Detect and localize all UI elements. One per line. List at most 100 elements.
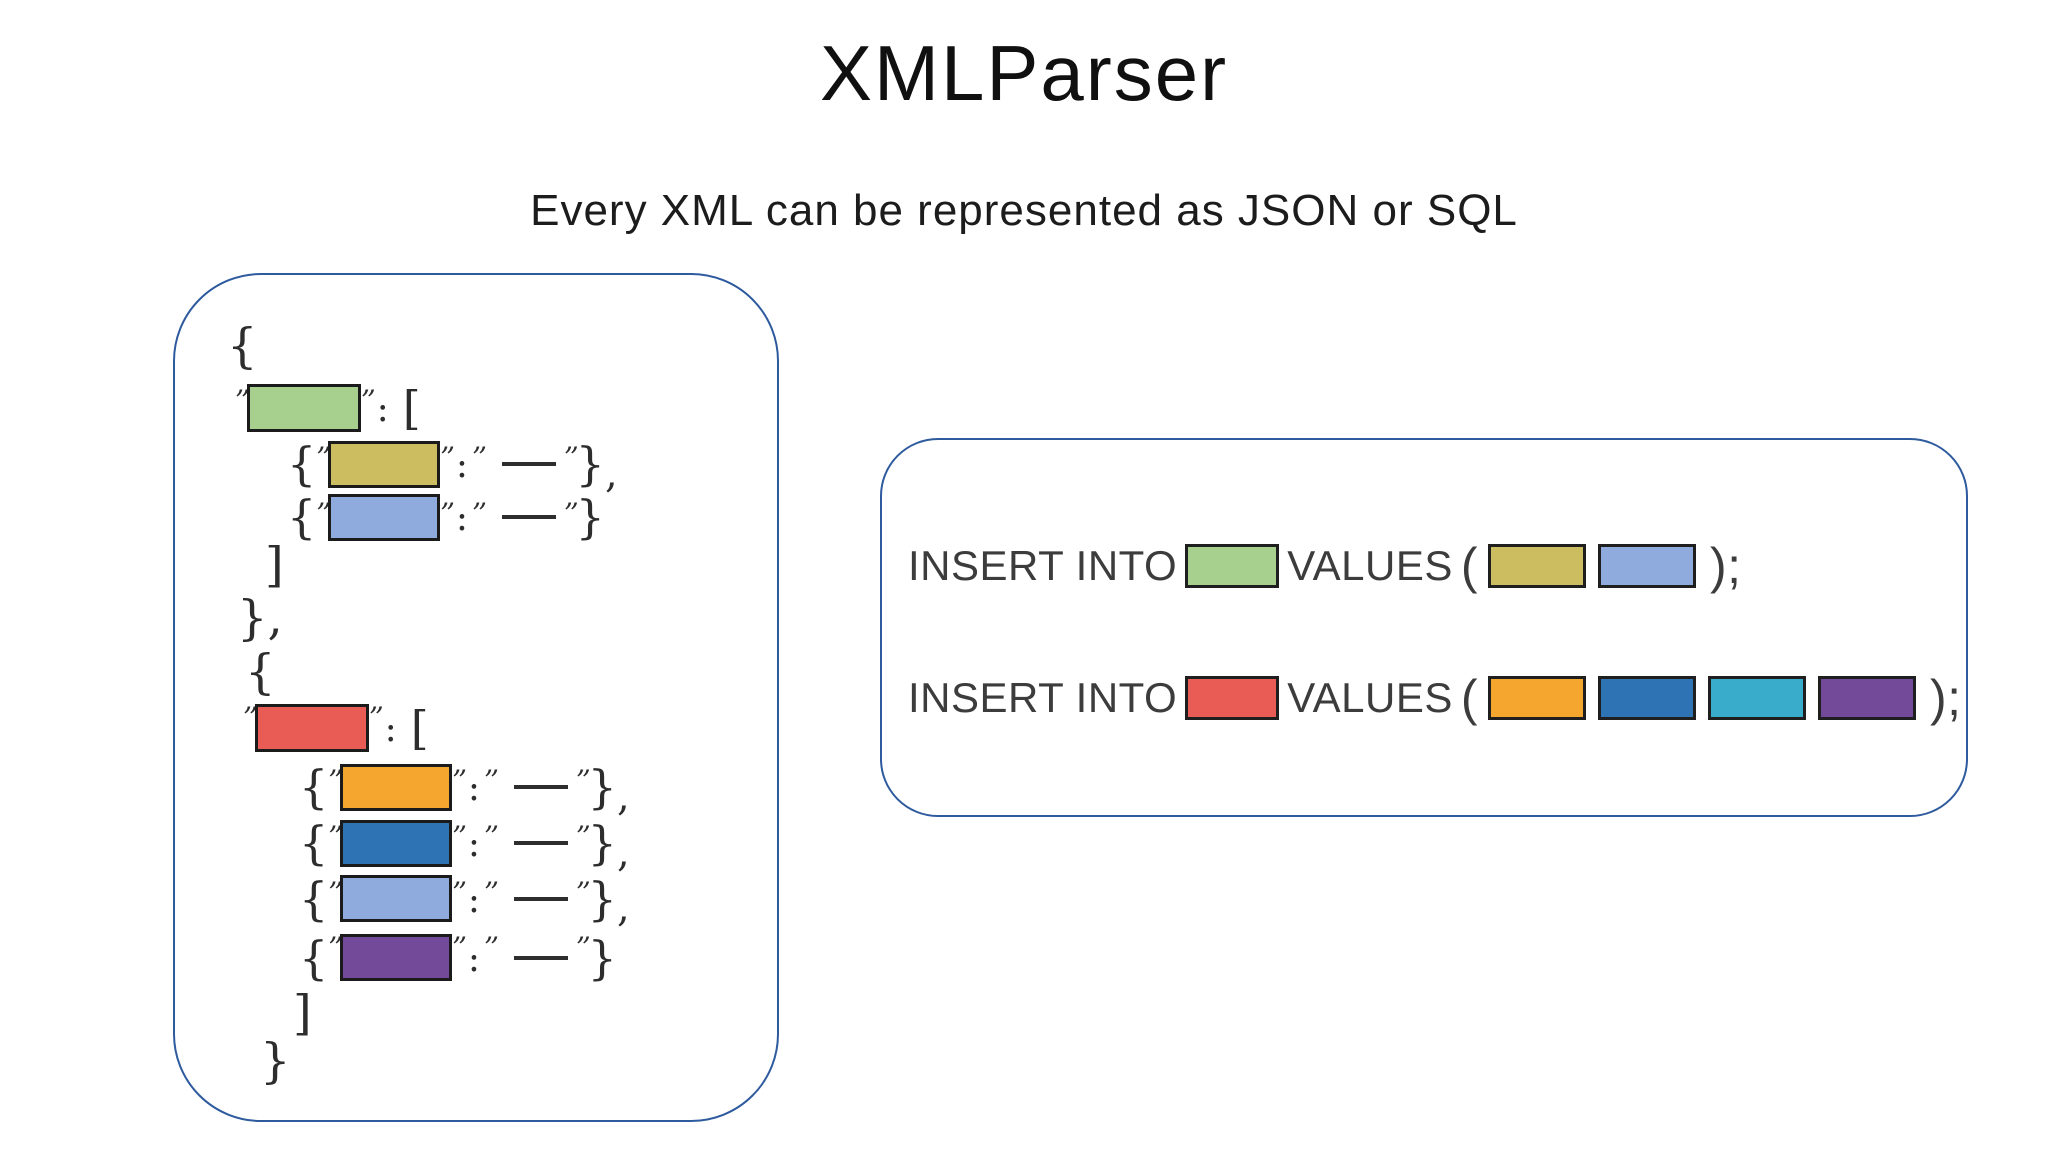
comma: ,: [616, 885, 630, 931]
olive-box: [328, 440, 441, 488]
open-quote: ’’: [472, 497, 487, 530]
punctuation: {: [227, 318, 258, 374]
colon: :: [376, 388, 389, 430]
json-line: {’’’’:’’’’},: [299, 759, 777, 820]
json-line: ]: [293, 989, 777, 1037]
punctuation: ]: [265, 537, 284, 593]
sql-statement-row: INSERT INTO VALUES();: [908, 670, 1962, 726]
orange-box: [1488, 676, 1587, 720]
comma: ,: [616, 830, 630, 876]
page-title: XMLParser: [819, 29, 1229, 117]
value-dash: [513, 785, 568, 789]
open-brace: {: [299, 930, 329, 985]
dark-blue-box: [340, 819, 453, 867]
sql-statement-row: INSERT INTO VALUES();: [908, 538, 1742, 594]
json-line: {’’’’:’’’’},: [299, 871, 777, 931]
open-bracket: [: [410, 700, 429, 755]
close-quote: ’’: [575, 820, 591, 853]
purple-box: [1818, 676, 1917, 720]
dark-blue-box: [1598, 676, 1697, 720]
teal-box: [1708, 676, 1807, 720]
comma: ,: [604, 451, 618, 497]
json-line: {: [245, 648, 777, 696]
close-quote: ’’: [452, 764, 467, 797]
json-line: {’’’’:’’’’},: [299, 815, 777, 876]
value-dash: [513, 841, 568, 845]
close-quote: ’’: [452, 820, 467, 853]
json-line: {: [227, 313, 777, 379]
json-line: }: [260, 1036, 777, 1086]
green-box: [246, 383, 361, 432]
open-quote: ’’: [328, 820, 343, 853]
punctuation: {: [245, 644, 276, 700]
orange-box: [340, 763, 453, 811]
open-quote: ’’: [316, 441, 331, 474]
olive-box: [1488, 544, 1587, 588]
json-line: },: [237, 588, 777, 648]
colon: :: [467, 768, 481, 809]
json-line: ’’’’:[: [243, 696, 777, 759]
red-box: [254, 703, 369, 752]
open-quote: ’’: [328, 876, 343, 909]
light-blue-box: [328, 493, 441, 541]
light-blue-box: [1598, 544, 1697, 588]
colon: :: [455, 498, 469, 539]
comma: ,: [616, 774, 630, 820]
punctuation: },: [237, 590, 283, 646]
open-quote: ’’: [316, 497, 331, 530]
json-line: ’’ ’’: [: [235, 379, 777, 436]
close-quote: ’’: [360, 384, 376, 417]
insert-into-label: INSERT INTO: [908, 542, 1178, 589]
close-quote: ’’: [452, 931, 467, 964]
close-paren-semicolon: );: [1930, 670, 1962, 726]
close-brace: }: [587, 816, 617, 870]
punctuation: }: [260, 1033, 291, 1089]
colon: :: [467, 824, 481, 865]
open-paren: (: [1460, 538, 1479, 594]
json-line: {’’’’:’’’’}: [287, 492, 777, 542]
close-paren-semicolon: );: [1710, 538, 1742, 594]
red-box: [1185, 676, 1280, 720]
json-line: {’’’’:’’’’}: [299, 926, 777, 989]
values-label: VALUES: [1287, 542, 1453, 589]
colon: :: [467, 879, 481, 921]
close-quote: ’’: [440, 441, 455, 474]
open-bracket: [: [402, 380, 421, 435]
json-lines: {’’’’:[{’’’’:’’’’},{’’’’:’’’’}]},{’’’’:[…: [175, 275, 777, 1120]
open-quote: ’’: [484, 820, 499, 853]
open-quote: ’’: [235, 384, 250, 417]
open-quote: ’’: [472, 441, 487, 474]
light-blue-box: [340, 875, 453, 922]
insert-into-label: INSERT INTO: [908, 674, 1178, 721]
open-quote: ’’: [328, 764, 343, 797]
json-panel: {’’’’:[{’’’’:’’’’},{’’’’:’’’’}]},{’’’’:[…: [173, 273, 779, 1122]
page-subtitle: Every XML can be represented as JSON or …: [530, 186, 1518, 235]
colon: :: [467, 938, 481, 980]
close-brace: }: [575, 437, 605, 491]
close-quote: ’’: [575, 764, 591, 797]
close-brace: }: [587, 871, 617, 926]
close-brace: }: [575, 490, 605, 544]
open-brace: {: [299, 816, 329, 870]
close-brace: }: [587, 760, 617, 814]
json-line: ]: [265, 537, 777, 593]
close-brace: }: [587, 930, 617, 985]
open-quote: ’’: [243, 701, 258, 734]
open-brace: {: [287, 437, 317, 491]
open-paren: (: [1460, 670, 1479, 726]
open-brace: {: [299, 871, 329, 926]
values-label: VALUES: [1287, 674, 1453, 721]
value-dash: [513, 896, 568, 901]
open-quote: ’’: [328, 931, 343, 964]
value-dash: [501, 462, 556, 466]
open-brace: {: [287, 490, 317, 544]
close-quote: ’’: [563, 441, 579, 474]
close-quote: ’’: [575, 931, 591, 964]
open-quote: ’’: [484, 876, 499, 909]
json-line: {’’’’:’’’’},: [287, 436, 777, 497]
colon: :: [455, 445, 469, 486]
open-quote: ’’: [484, 931, 499, 964]
